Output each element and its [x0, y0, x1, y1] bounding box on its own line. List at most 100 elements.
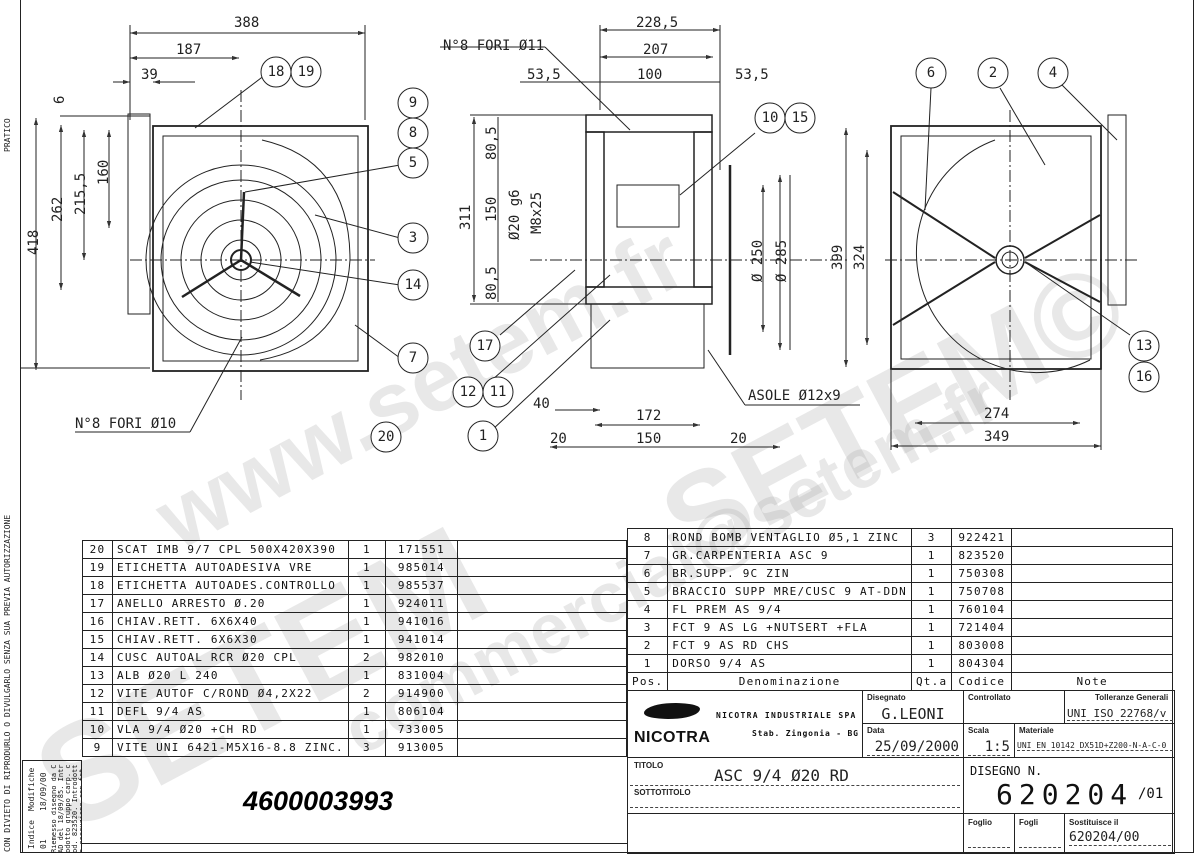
bom-cell-name: VITE AUTOF C/ROND Ø4,2X22	[112, 684, 349, 703]
subtitle-label: SOTTOTITOLO	[634, 788, 691, 797]
subtitle-line	[630, 806, 960, 808]
right-view	[843, 84, 1140, 450]
date-cell: Data 25/09/2000	[862, 723, 964, 758]
bom-cell-name: ETICHETTA AUTOADESIVA VRE	[112, 558, 349, 577]
title-cell: TITOLO ASC 9/4 Ø20 RD SOTTOTITOLO	[627, 757, 964, 814]
bom-cell-code: 760104	[951, 600, 1013, 619]
bom-cell-name: CHIAV.RETT. 6X6X30	[112, 630, 349, 649]
date-value: 25/09/2000	[867, 739, 959, 756]
tolerance-value: UNI ISO 22768/v	[1067, 707, 1173, 721]
drawing-number-cell: DISEGNO N. 620204 /01	[963, 757, 1175, 814]
dim-399: 399	[830, 245, 846, 270]
bom-cell-notes	[1011, 528, 1173, 547]
nicotra-wave-icon	[644, 701, 700, 721]
bom-cell-pos: 2	[626, 636, 669, 655]
scale-value: 1:5	[968, 739, 1010, 756]
bom-cell-qty: 1	[347, 720, 386, 739]
sheet-line	[968, 846, 1010, 848]
bom-cell-notes	[456, 702, 628, 721]
sheet-label: Foglio	[968, 818, 992, 827]
bom-cell-qty: 1	[910, 654, 953, 673]
drawing-frame	[20, 0, 1194, 853]
callout-16: 16	[1136, 369, 1153, 385]
bom-cell-name: CUSC AUTOAL RCR Ø20 CPL	[112, 648, 349, 667]
bom-cell-notes	[456, 720, 628, 739]
replaces-value: 620204/00	[1069, 830, 1171, 846]
bom-cell-qty: 1	[347, 630, 386, 649]
dim-150-v: 150	[484, 197, 500, 222]
revision-index-label: Indice	[27, 820, 36, 849]
bom-cell-notes	[1011, 654, 1173, 673]
bom-cell-notes	[1011, 636, 1173, 655]
dim-dia-250: Ø 250	[750, 240, 766, 282]
callout-18: 18	[268, 64, 285, 80]
note-slots: ASOLE Ø12x9	[748, 388, 841, 404]
note-holes-10: N°8 FORI Ø10	[75, 416, 176, 432]
middle-view	[440, 25, 860, 450]
bom-cell-pos: 10	[82, 720, 113, 739]
bom-cell-qty: 1	[910, 618, 953, 637]
bom-cell-code: 823520	[951, 546, 1013, 565]
bom-cell-name: DORSO 9/4 AS	[667, 654, 912, 673]
scale-cell: Scala 1:5	[963, 723, 1015, 758]
bom-cell-qty: 1	[347, 612, 386, 631]
bom-cell-pos: 11	[82, 702, 113, 721]
dim-100: 100	[637, 67, 662, 83]
bom-cell-code: 750708	[951, 582, 1013, 601]
bom-cell-name: VITE UNI 6421-M5X16-8.8 ZINC.	[112, 738, 349, 757]
side-copyright: CON DIVIETO DI RIPRODURLO O DIVULGARLO S…	[3, 514, 12, 852]
bom-cell-notes	[456, 684, 628, 703]
dim-311: 311	[458, 205, 474, 230]
bom-cell-pos: 18	[82, 576, 113, 595]
bom-cell-code: 831004	[384, 666, 458, 685]
sheets-line	[1019, 846, 1061, 848]
dim-20-left: 20	[550, 431, 567, 447]
bom-cell-name: GR.CARPENTERIA ASC 9	[667, 546, 912, 565]
bom-header-name: Denominazione	[667, 672, 912, 691]
dim-349: 349	[984, 429, 1009, 445]
company-cell: NICOTRA NICOTRA INDUSTRIALE SPA Stab. Zi…	[627, 690, 863, 758]
order-number: 4600003993	[243, 786, 394, 816]
bom-cell-code: 913005	[384, 738, 458, 757]
material-label: Materiale	[1019, 726, 1054, 735]
bom-cell-code: 982010	[384, 648, 458, 667]
bom-cell-code: 733005	[384, 720, 458, 739]
callout-11: 11	[490, 384, 507, 400]
drawing-title: ASC 9/4 Ø20 RD	[630, 766, 960, 786]
bom-cell-qty: 3	[347, 738, 386, 757]
bom-cell-qty: 1	[347, 576, 386, 595]
bom-cell-pos: 6	[626, 564, 669, 583]
bom-cell-pos: 14	[82, 648, 113, 667]
bom-cell-pos: 16	[82, 612, 113, 631]
bom-cell-qty: 1	[910, 582, 953, 601]
bom-cell-notes	[1011, 618, 1173, 637]
dim-418: 418	[26, 230, 42, 255]
dim-324: 324	[852, 245, 868, 270]
bom-cell-code: 803008	[951, 636, 1013, 655]
dim-207: 207	[643, 42, 668, 58]
replaces-label: Sostituisce il	[1069, 818, 1119, 827]
checked-cell: Controllato	[963, 690, 1065, 724]
dim-262: 262	[50, 197, 66, 222]
bom-cell-notes	[1011, 564, 1173, 583]
bom-cell-code: 985537	[384, 576, 458, 595]
note-holes-11: N°8 FORI Ø11	[443, 38, 544, 54]
bom-cell-pos: 3	[626, 618, 669, 637]
bom-cell-name: CHIAV.RETT. 6X6X40	[112, 612, 349, 631]
dim-53-5-left: 53,5	[527, 67, 561, 83]
company-site: Stab. Zingonia - BG	[752, 729, 859, 738]
dim-6: 6	[52, 96, 68, 104]
bom-header-code: Codice	[951, 672, 1013, 691]
bom-cell-code: 721404	[951, 618, 1013, 637]
bom-cell-notes	[456, 576, 628, 595]
tolerance-label: Tolleranze Generali	[1095, 693, 1169, 702]
bom-cell-pos: 19	[82, 558, 113, 577]
bom-cell-notes	[456, 648, 628, 667]
